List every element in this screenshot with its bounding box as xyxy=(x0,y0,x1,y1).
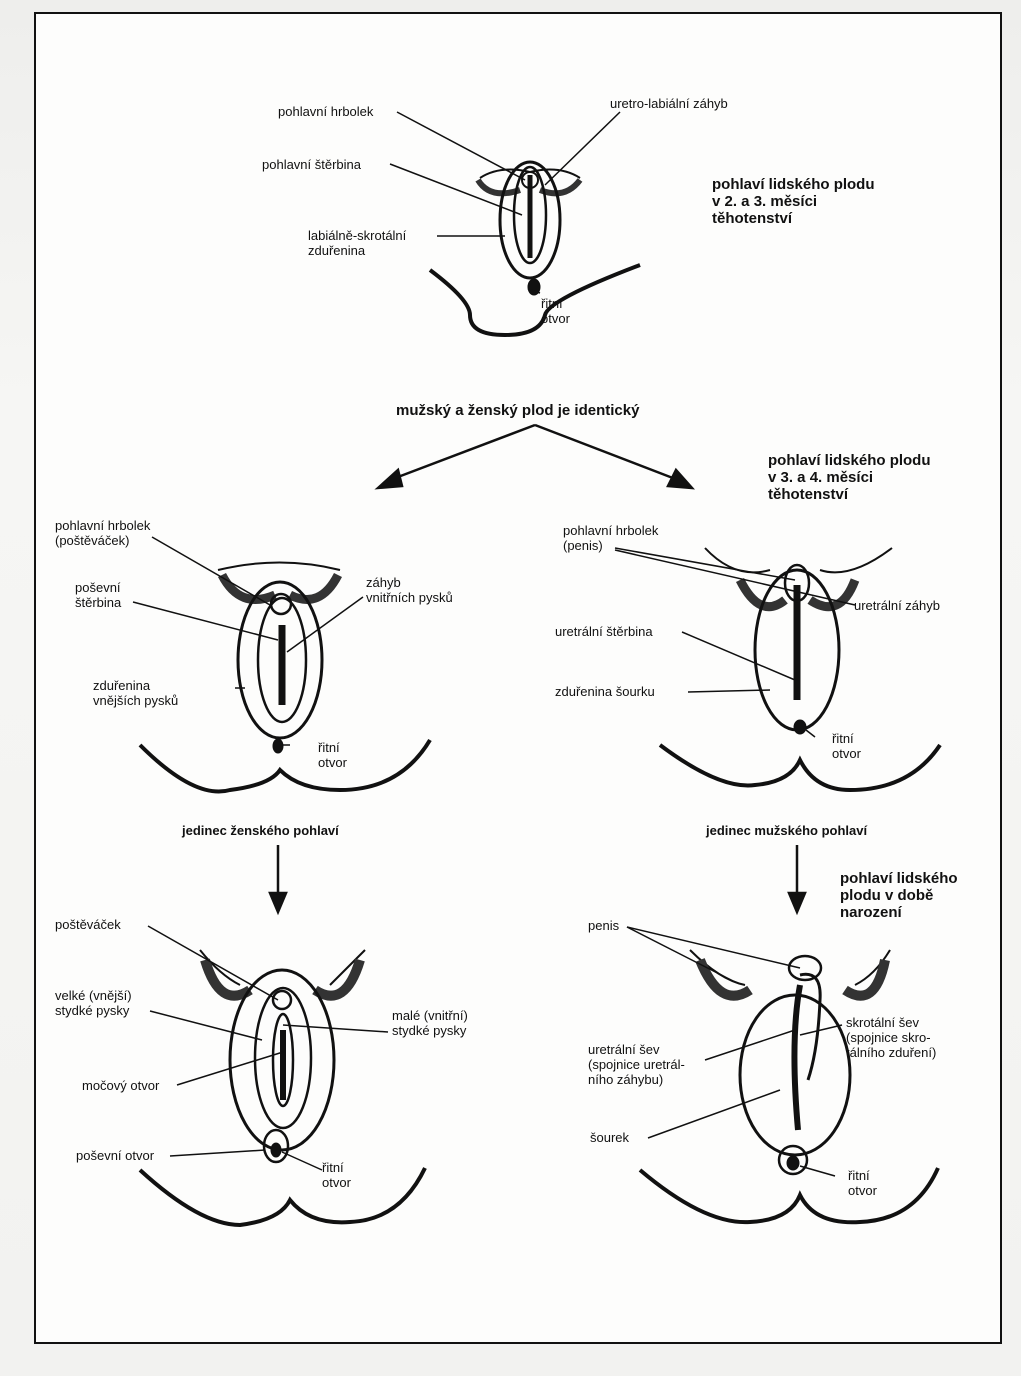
label-stage1-tubercle: pohlavní hrbolek xyxy=(278,104,373,119)
label-stage3m-scrotal-raphe: skrotální šev (spojnice skro- tálního zd… xyxy=(846,1015,936,1060)
label-female-individual: jedinec ženského pohlaví xyxy=(182,822,339,839)
label-identical: mužský a ženský plod je identický xyxy=(396,402,639,419)
label-stage2f-vaginal-cleft: poševní štěrbina xyxy=(75,580,121,610)
label-stage2m-penis: pohlavní hrbolek (penis) xyxy=(563,523,658,553)
label-stage1-swelling: labiálně-skrotální zduřenina xyxy=(308,228,406,258)
label-stage2f-clitoris: pohlavní hrbolek (poštěváček) xyxy=(55,518,150,548)
label-stage3f-anus: řitní otvor xyxy=(322,1160,351,1190)
down-arrows xyxy=(270,845,805,912)
label-stage3m-anus: řitní otvor xyxy=(848,1168,877,1198)
label-stage3f-labia-minor: malé (vnitřní) stydké pysky xyxy=(392,1008,468,1038)
stage1-drawing xyxy=(430,162,640,335)
stage3-female-drawing xyxy=(140,950,425,1225)
label-stage2m-urethral-cleft: uretrální štěrbina xyxy=(555,624,653,639)
label-stage2m-anus: řitní otvor xyxy=(832,731,861,761)
label-stage2f-inner-fold: záhyb vnitřních pysků xyxy=(366,575,453,605)
label-stage3m-scrotum: šourek xyxy=(590,1130,629,1145)
leader-lines xyxy=(133,112,855,1176)
label-stage2m-scrotal-swelling: zduřenina šourku xyxy=(555,684,655,699)
label-stage2m-urethral-fold: uretrální záhyb xyxy=(854,598,940,613)
label-stage3f-labia-major: velké (vnější) stydké pysky xyxy=(55,988,132,1018)
label-stage2f-outer-swelling: zduřenina vnějších pysků xyxy=(93,678,178,708)
label-stage1-uretro-fold: uretro-labiální záhyb xyxy=(610,96,728,111)
title-stage3-male: pohlaví lidského plodu v době narození xyxy=(840,870,958,921)
label-stage1-anus: řitní otvor xyxy=(541,296,570,326)
label-male-individual: jedinec mužského pohlaví xyxy=(706,822,867,839)
label-stage3f-urethral-opening: močový otvor xyxy=(82,1078,159,1093)
split-arrows xyxy=(378,425,692,488)
label-stage3f-clitoris: poštěváček xyxy=(55,917,121,932)
label-stage1-cleft: pohlavní štěrbina xyxy=(262,157,361,172)
title-stage2-male: pohlaví lidského plodu v 3. a 4. měsíci … xyxy=(768,452,931,503)
title-stage1: pohlaví lidského plodu v 2. a 3. měsíci … xyxy=(712,176,875,227)
label-stage3m-urethral-raphe: uretrální šev (spojnice uretrál- ního zá… xyxy=(588,1042,685,1087)
stage2-male-drawing xyxy=(660,548,940,790)
label-stage2f-anus: řitní otvor xyxy=(318,740,347,770)
label-stage3m-penis: penis xyxy=(588,918,619,933)
label-stage3f-vaginal-opening: poševní otvor xyxy=(76,1148,154,1163)
